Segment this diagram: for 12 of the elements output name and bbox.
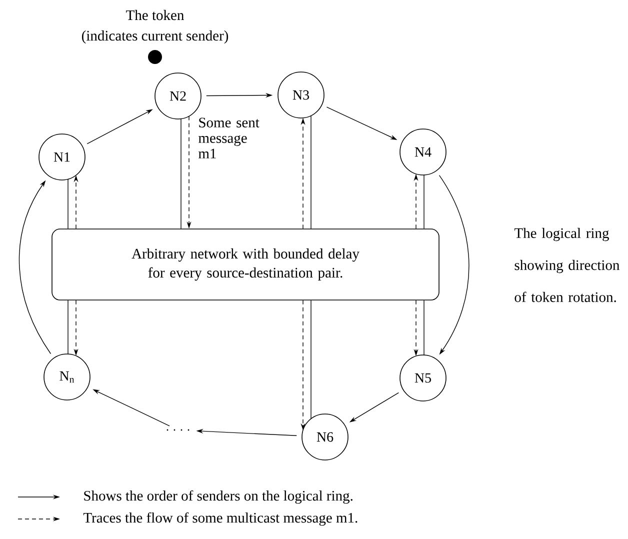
connection-line xyxy=(180,118,182,229)
network-box: Arbitrary network with bounded delay for every source-destination pair. xyxy=(52,228,440,300)
token-dot xyxy=(148,50,162,64)
token-caption: The token xyxy=(126,10,184,20)
ellipsis-dots: . . . . xyxy=(166,429,190,431)
legend-text: Shows the order of senders on the logical ring. xyxy=(84,490,352,504)
legend-text: Traces the flow of some multicast message m1. xyxy=(83,512,358,526)
edge-label: The logical ring showing direction of token rotation. xyxy=(514,228,620,302)
token-caption: (indicates current sender) xyxy=(82,30,228,44)
connection-line xyxy=(310,300,312,420)
edge-label: Some sent message m1 xyxy=(198,118,260,158)
connection-line xyxy=(310,115,312,229)
